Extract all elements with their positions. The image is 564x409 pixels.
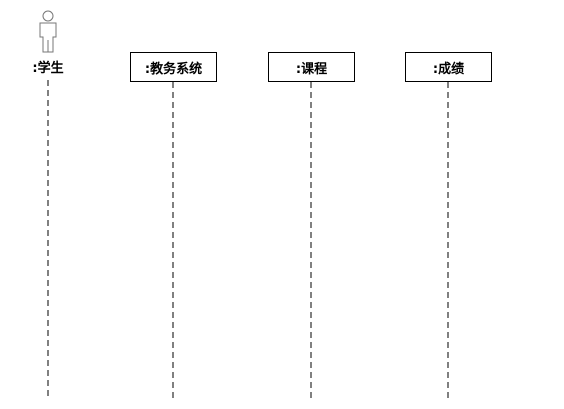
object-label: :教务系统 <box>144 61 203 77</box>
object-label: :成绩 <box>432 61 465 77</box>
object-box-grade: :成绩 <box>405 52 492 82</box>
object-box-academic-system: :教务系统 <box>130 52 217 82</box>
actor-label-student: :学生 <box>32 61 64 76</box>
stick-figure-icon <box>39 10 57 53</box>
object-box-course: :课程 <box>268 52 355 82</box>
object-label: :课程 <box>295 61 328 77</box>
